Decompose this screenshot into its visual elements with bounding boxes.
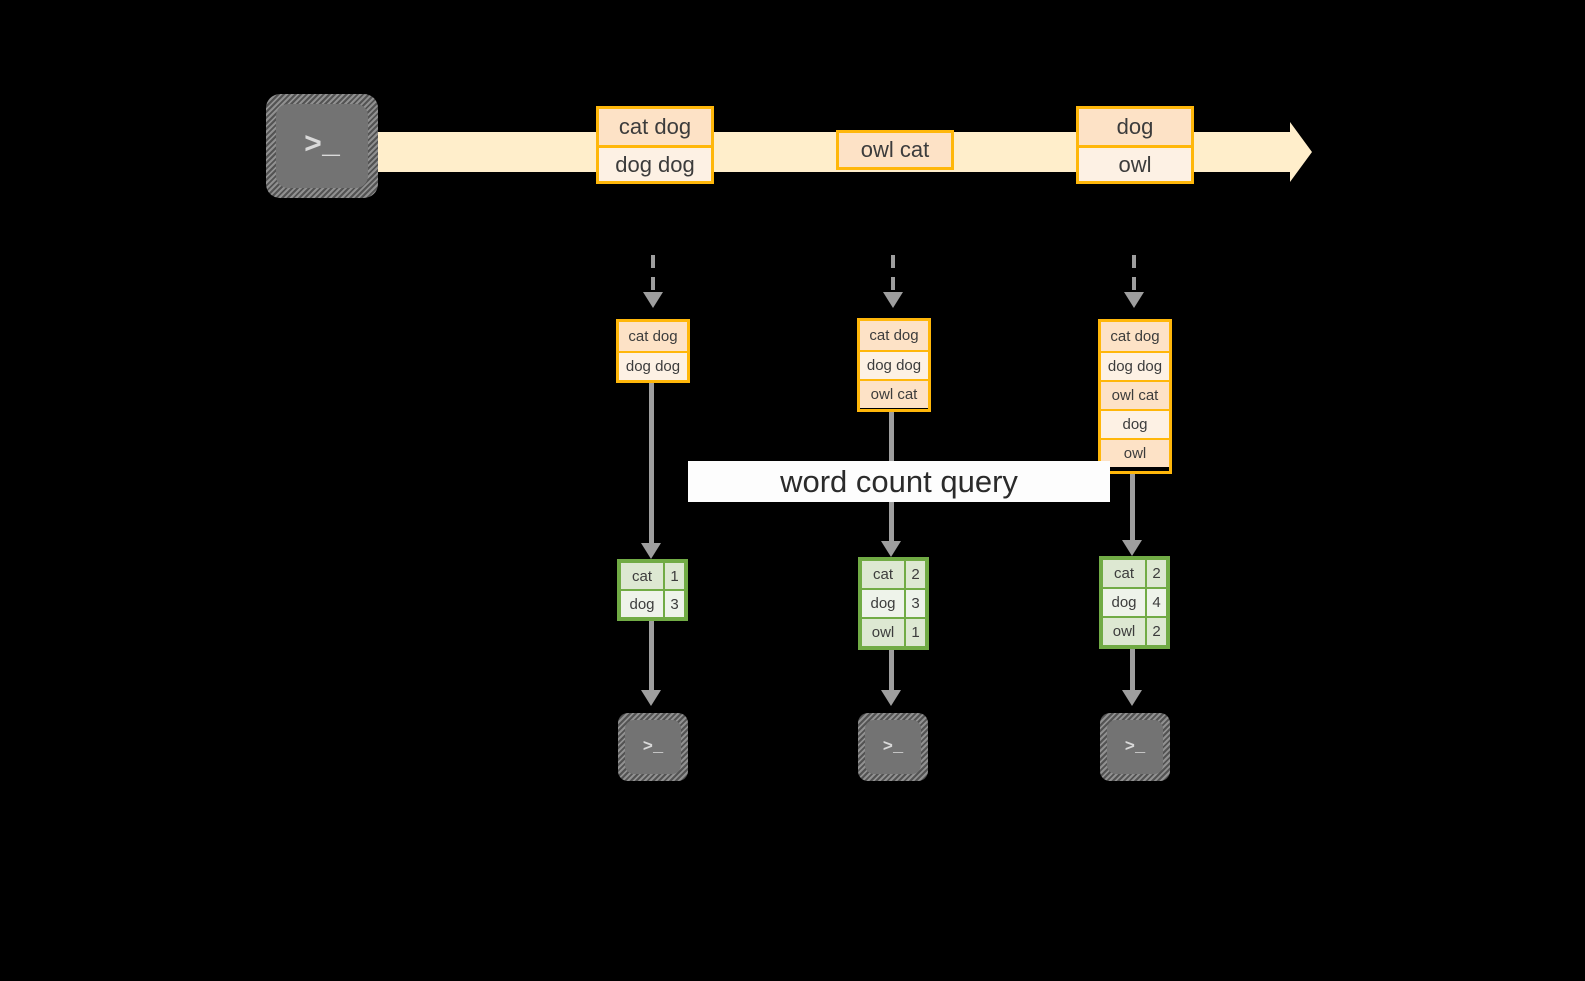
stream-record-1[interactable]: cat dog dog dog: [596, 106, 714, 184]
table-row: cat 2: [861, 560, 926, 589]
terminal-prompt-icon: >_: [1124, 737, 1146, 757]
snapshot-1[interactable]: cat dog dog dog: [616, 319, 690, 383]
terminal-prompt-icon: >_: [642, 737, 664, 757]
snapshot-trigger-dashed-2: [891, 255, 895, 293]
snapshot-trigger-arrowhead-1: [643, 292, 663, 308]
table-cell-count: 2: [1146, 559, 1167, 588]
table-cell-word: dog: [620, 590, 664, 618]
stream-record-line: cat dog: [599, 109, 711, 145]
source-terminal[interactable]: >_: [266, 94, 378, 198]
snapshot-trigger-arrowhead-3: [1124, 292, 1144, 308]
snapshot-line: cat dog: [619, 322, 687, 351]
snapshot-to-result-arrowhead-1: [641, 543, 661, 559]
event-stream-arrowhead: [1290, 122, 1312, 182]
result-to-sink-line-2: [889, 650, 894, 695]
table-cell-word: cat: [620, 562, 664, 590]
query-label-text: word count query: [780, 463, 1018, 499]
snapshot-line: owl: [1101, 438, 1169, 467]
snapshot-line: dog: [1101, 409, 1169, 438]
table-cell-count: 4: [1146, 588, 1167, 617]
terminal-prompt-icon: >_: [882, 737, 904, 757]
result-to-sink-line-3: [1130, 649, 1135, 695]
snapshot-line: cat dog: [860, 321, 928, 350]
snapshot-to-result-line-3: [1130, 474, 1135, 547]
table-row: owl 1: [861, 618, 926, 647]
table-row: cat 1: [620, 562, 685, 590]
snapshot-2[interactable]: cat dog dog dog owl cat: [857, 318, 931, 412]
stream-record-line: owl: [1079, 145, 1191, 181]
table-row: owl 2: [1102, 617, 1167, 646]
sink-terminal-2[interactable]: >_: [858, 713, 928, 781]
table-row: dog 4: [1102, 588, 1167, 617]
snapshot-to-result-arrowhead-3: [1122, 540, 1142, 556]
snapshot-trigger-dashed-3: [1132, 255, 1136, 293]
table-cell-count: 2: [1146, 617, 1167, 646]
table-cell-word: owl: [1102, 617, 1146, 646]
source-terminal-body: [276, 104, 368, 188]
result-to-sink-arrowhead-2: [881, 690, 901, 706]
table-cell-count: 1: [664, 562, 685, 590]
snapshot-line: owl cat: [1101, 380, 1169, 409]
table-cell-word: cat: [861, 560, 905, 589]
table-cell-word: owl: [861, 618, 905, 647]
stream-record-line: dog: [1079, 109, 1191, 145]
query-label: word count query: [688, 461, 1110, 502]
sink-terminal-body: [625, 720, 681, 774]
table-cell-count: 2: [905, 560, 926, 589]
terminal-prompt-icon: >_: [303, 129, 340, 163]
snapshot-3[interactable]: cat dog dog dog owl cat dog owl: [1098, 319, 1172, 474]
snapshot-line: dog dog: [1101, 351, 1169, 380]
stream-record-3[interactable]: dog owl: [1076, 106, 1194, 184]
sink-terminal-body: [1107, 720, 1163, 774]
sink-terminal-body: [865, 720, 921, 774]
table-row: cat 2: [1102, 559, 1167, 588]
stream-record-line: dog dog: [599, 145, 711, 181]
table-cell-count: 3: [664, 590, 685, 618]
table-row: dog 3: [861, 589, 926, 618]
result-2[interactable]: cat 2 dog 3 owl 1: [858, 557, 929, 650]
result-1[interactable]: cat 1 dog 3: [617, 559, 688, 621]
table-cell-word: dog: [1102, 588, 1146, 617]
table-cell-word: cat: [1102, 559, 1146, 588]
stream-record-2[interactable]: owl cat: [836, 130, 954, 170]
result-3[interactable]: cat 2 dog 4 owl 2: [1099, 556, 1170, 649]
snapshot-line: owl cat: [860, 379, 928, 408]
table-cell-count: 3: [905, 589, 926, 618]
snapshot-line: dog dog: [860, 350, 928, 379]
stream-record-line: owl cat: [839, 133, 951, 167]
result-to-sink-line-1: [649, 621, 654, 693]
snapshot-trigger-arrowhead-2: [883, 292, 903, 308]
result-to-sink-arrowhead-3: [1122, 690, 1142, 706]
sink-terminal-3[interactable]: >_: [1100, 713, 1170, 781]
result-to-sink-arrowhead-1: [641, 690, 661, 706]
table-cell-count: 1: [905, 618, 926, 647]
sink-terminal-1[interactable]: >_: [618, 713, 688, 781]
snapshot-trigger-dashed-1: [651, 255, 655, 293]
snapshot-to-result-line-1: [649, 383, 654, 548]
snapshot-line: dog dog: [619, 351, 687, 380]
snapshot-to-result-arrowhead-2: [881, 541, 901, 557]
table-cell-word: dog: [861, 589, 905, 618]
snapshot-line: cat dog: [1101, 322, 1169, 351]
table-row: dog 3: [620, 590, 685, 618]
